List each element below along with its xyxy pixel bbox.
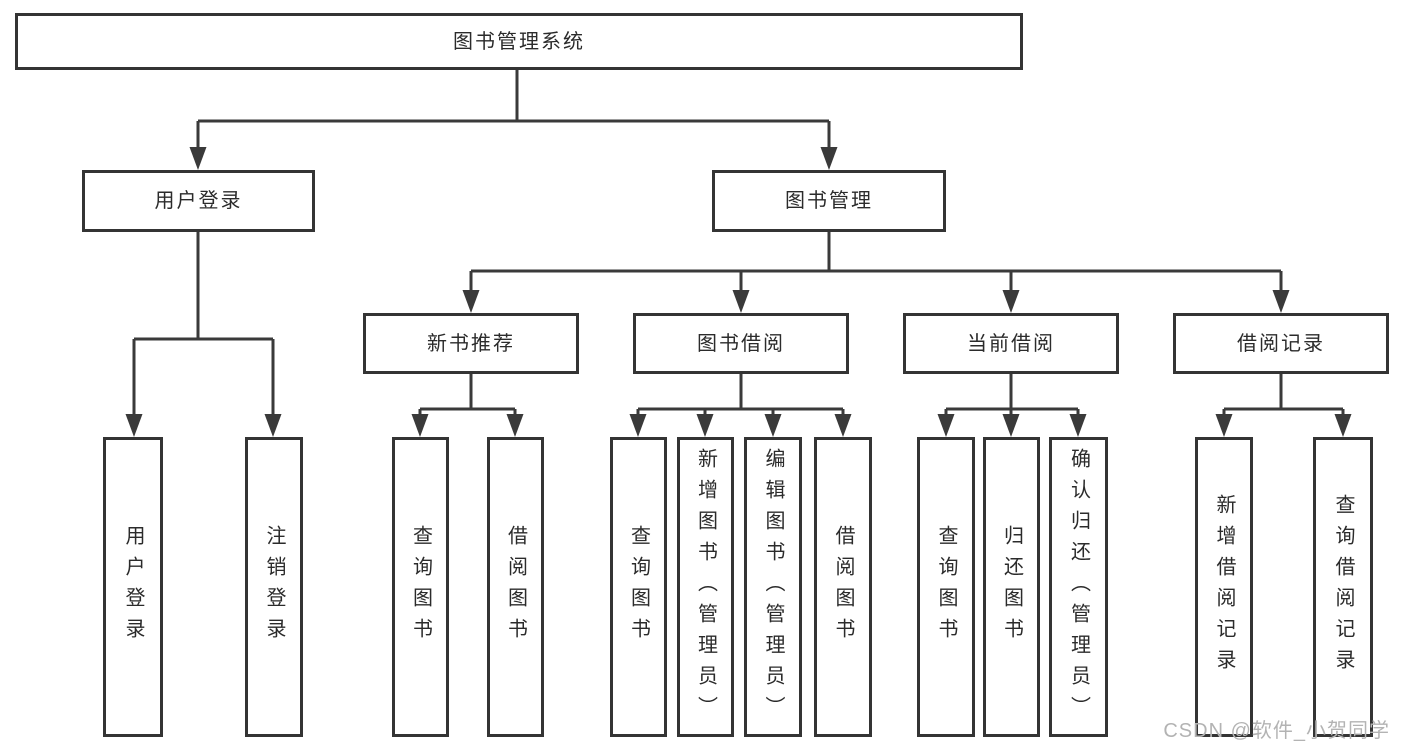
leaf-query-books-borrow-label: 查询图书 [627,525,650,649]
node-book-borrow: 图书借阅 [633,313,849,374]
leaf-user-login: 用户登录 [103,437,163,737]
leaf-return-books: 归还图书 [983,437,1040,737]
csdn-watermark: CSDN @软件_小贺同学 [1163,720,1390,742]
leaf-add-books-admin: 新增图书（管理员） [677,437,734,737]
node-root: 图书管理系统 [15,13,1023,70]
leaf-add-borrow-record: 新增借阅记录 [1195,437,1253,737]
leaf-confirm-return-admin-label: 确认归还（管理员） [1067,447,1090,727]
node-current-borrow-label: 当前借阅 [967,332,1055,355]
node-user-login-label: 用户登录 [154,190,243,212]
node-book-management: 图书管理 [712,170,946,232]
leaf-query-books-current-label: 查询图书 [935,525,957,649]
leaf-borrow-books-recommend-label: 借阅图书 [504,525,527,649]
node-borrow-records-label: 借阅记录 [1237,332,1325,355]
node-book-management-label: 图书管理 [785,190,873,212]
leaf-add-borrow-record-label: 新增借阅记录 [1213,494,1235,680]
leaf-query-books-current: 查询图书 [917,437,975,737]
node-user-login: 用户登录 [82,170,315,232]
node-new-book-recommend: 新书推荐 [363,313,579,374]
leaf-query-books-recommend-label: 查询图书 [409,525,432,649]
leaf-borrow-books: 借阅图书 [814,437,872,737]
node-book-borrow-label: 图书借阅 [697,332,785,355]
node-root-label: 图书管理系统 [453,30,585,53]
node-current-borrow: 当前借阅 [903,313,1119,374]
leaf-logout-label: 注销登录 [263,525,285,649]
leaf-edit-books-admin-label: 编辑图书（管理员） [762,447,784,727]
leaf-add-books-admin-label: 新增图书（管理员） [694,447,717,727]
leaf-confirm-return-admin: 确认归还（管理员） [1049,437,1108,737]
arrowheads [125,147,1352,437]
leaf-borrow-books-recommend: 借阅图书 [487,437,544,737]
leaf-query-borrow-record-label: 查询借阅记录 [1332,494,1354,680]
leaf-query-borrow-record: 查询借阅记录 [1313,437,1373,737]
leaf-logout: 注销登录 [245,437,303,737]
leaf-edit-books-admin: 编辑图书（管理员） [744,437,802,737]
leaf-query-books-recommend: 查询图书 [392,437,449,737]
leaf-return-books-label: 归还图书 [1000,525,1023,649]
leaf-borrow-books-label: 借阅图书 [832,525,854,649]
node-borrow-records: 借阅记录 [1173,313,1389,374]
node-new-book-recommend-label: 新书推荐 [427,332,515,355]
leaf-query-books-borrow: 查询图书 [610,437,667,737]
leaf-user-login-label: 用户登录 [122,525,144,649]
